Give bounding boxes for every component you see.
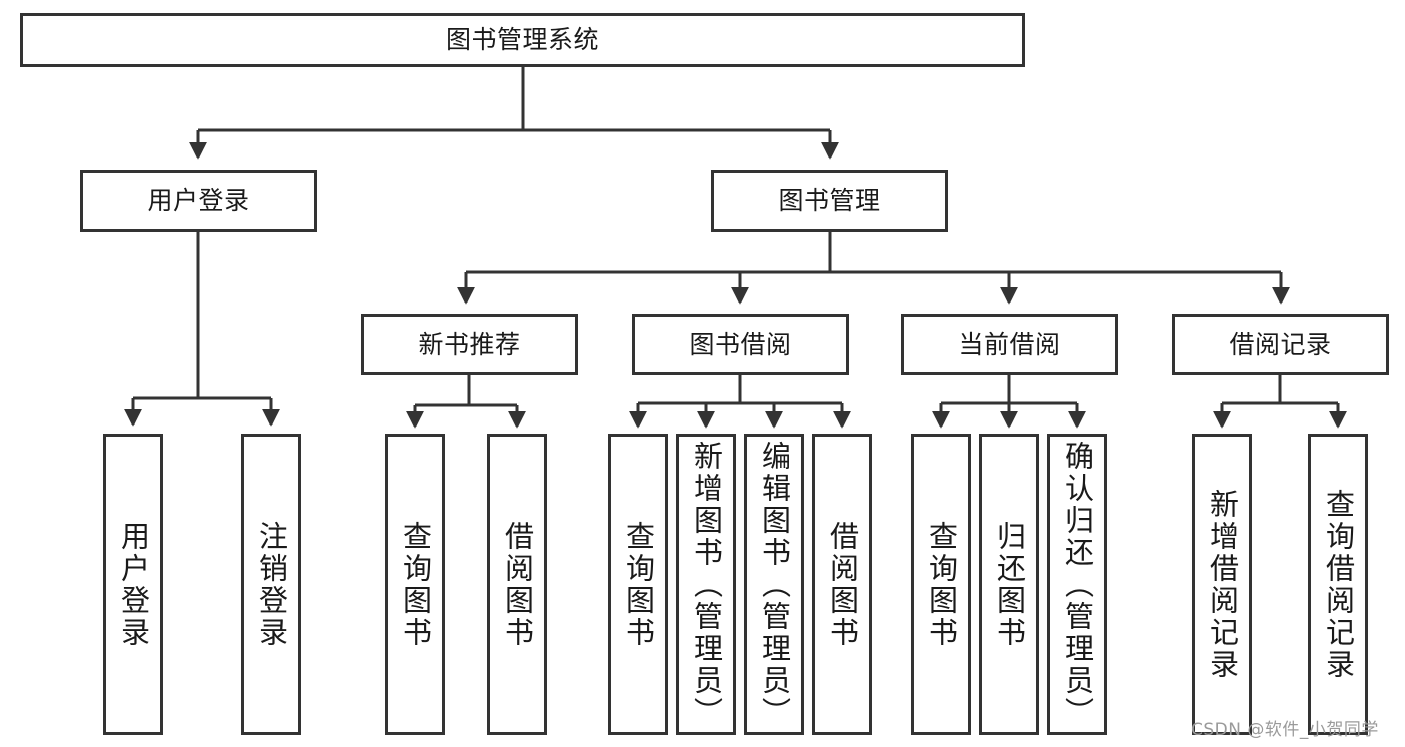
node-label: 查询借阅记录 [1321, 488, 1356, 681]
node-label: 图书借阅 [689, 329, 792, 359]
node-label: 新增借阅记录 [1205, 488, 1240, 681]
node-label: 用户登录 [116, 520, 151, 649]
leaf-return-book[interactable]: 归还图书 [979, 434, 1039, 735]
leaf-user-login[interactable]: 用户登录 [103, 434, 163, 735]
node-root-book-management-system[interactable]: 图书管理系统 [20, 13, 1025, 67]
node-label: 借阅图书 [500, 520, 535, 649]
leaf-query-book-current[interactable]: 查询图书 [911, 434, 971, 735]
node-label: 图书管理系统 [445, 25, 599, 54]
node-new-book-recommend[interactable]: 新书推荐 [361, 314, 578, 375]
node-label: 确认归还（管理员） [1060, 440, 1095, 729]
node-current-borrow[interactable]: 当前借阅 [901, 314, 1118, 375]
leaf-user-logout[interactable]: 注销登录 [241, 434, 301, 735]
node-label: 借阅图书 [825, 520, 860, 649]
leaf-query-borrow-record[interactable]: 查询借阅记录 [1308, 434, 1368, 735]
node-book-borrow[interactable]: 图书借阅 [632, 314, 849, 375]
node-book-management[interactable]: 图书管理 [711, 170, 948, 232]
leaf-borrow-book-recommend[interactable]: 借阅图书 [487, 434, 547, 735]
node-label: 注销登录 [254, 520, 289, 649]
node-label: 借阅记录 [1229, 329, 1332, 359]
csdn-watermark: CSDN @软件_小贺同学 [1191, 720, 1379, 740]
leaf-confirm-return-admin[interactable]: 确认归还（管理员） [1047, 434, 1107, 735]
leaf-query-book-recommend[interactable]: 查询图书 [385, 434, 445, 735]
node-label: 新增图书（管理员） [689, 440, 724, 729]
node-label: 当前借阅 [958, 329, 1061, 359]
leaf-query-book-borrow[interactable]: 查询图书 [608, 434, 668, 735]
node-label: 图书管理 [778, 186, 881, 215]
node-label: 编辑图书（管理员） [757, 440, 792, 729]
leaf-add-book-admin[interactable]: 新增图书（管理员） [676, 434, 736, 735]
leaf-add-borrow-record[interactable]: 新增借阅记录 [1192, 434, 1252, 735]
leaf-edit-book-admin[interactable]: 编辑图书（管理员） [744, 434, 804, 735]
node-label: 用户登录 [147, 186, 250, 215]
node-label: 查询图书 [924, 520, 959, 649]
leaf-borrow-book[interactable]: 借阅图书 [812, 434, 872, 735]
node-label: 归还图书 [992, 520, 1027, 649]
node-label: 新书推荐 [418, 329, 521, 359]
node-label: 查询图书 [621, 520, 656, 649]
node-borrow-record[interactable]: 借阅记录 [1172, 314, 1389, 375]
node-user-login[interactable]: 用户登录 [80, 170, 317, 232]
node-label: 查询图书 [398, 520, 433, 649]
